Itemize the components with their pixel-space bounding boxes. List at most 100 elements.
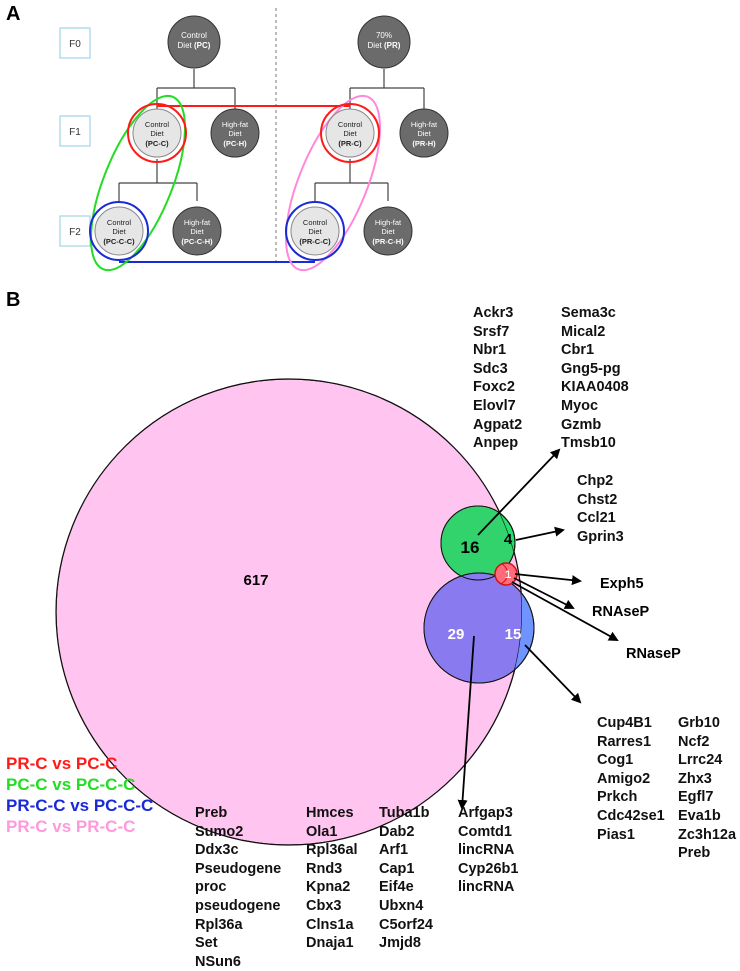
gene-name: Preb <box>678 845 711 862</box>
panel-b-label: B <box>6 289 20 311</box>
gene-name: Eif4e <box>379 879 414 896</box>
gene-rnasep-2: RNaseP <box>626 646 681 662</box>
gene-name: Grb10 <box>678 715 720 731</box>
gene-name: Cbx3 <box>306 897 342 914</box>
gene-name: Rpl36a <box>195 916 243 933</box>
tree-connectors <box>118 69 425 201</box>
svg-text:(PC-C): (PC-C) <box>145 139 169 148</box>
count-green-pink: 16 <box>461 538 480 557</box>
generation-box-f0: F0 <box>59 27 91 59</box>
green-pink-overlap <box>441 506 515 580</box>
svg-text:(PC-H): (PC-H) <box>223 139 247 148</box>
gene-name: Nbr1 <box>473 342 507 359</box>
node-high-fat-diet-pr-h: High-fat Diet (PR-H) <box>399 108 449 158</box>
count-green-only: 4 <box>504 531 513 548</box>
gene-name: Arfgap3 <box>458 805 513 821</box>
gene-name: Cyp26b1 <box>458 860 519 877</box>
legend-item-green: PC-C vs PC-C-C <box>6 775 136 794</box>
node-70-diet-pr: 70% Diet (PR) <box>357 15 411 69</box>
svg-text:Diet: Diet <box>150 129 164 138</box>
svg-text:(PR-C): (PR-C) <box>338 139 362 148</box>
arrow-blue-only <box>524 644 582 704</box>
svg-text:High-fat: High-fat <box>375 218 402 227</box>
gene-name: Ddx3c <box>195 842 239 859</box>
gene-name: Foxc2 <box>473 379 515 396</box>
gene-name: Prkch <box>597 789 638 806</box>
arrow-rnasep-2 <box>511 581 619 641</box>
annotation-arrows <box>457 448 619 810</box>
svg-text:Diet (PR): Diet (PR) <box>368 41 401 50</box>
gene-name: Ncf2 <box>678 733 710 750</box>
svg-text:(PR-C-C): (PR-C-C) <box>299 237 331 246</box>
svg-text:High-fat: High-fat <box>411 120 438 129</box>
gene-name: Rpl36al <box>306 842 358 859</box>
comparison-legend: PR-C vs PC-C PC-C vs PC-C-C PR-C-C vs PC… <box>6 753 153 837</box>
gene-name: Ubxn4 <box>379 897 424 914</box>
gene-name: Eva1b <box>678 807 721 824</box>
gene-name: NSun6 <box>195 953 241 970</box>
svg-text:Diet: Diet <box>417 129 431 138</box>
gene-name: Pseudogene <box>195 860 282 877</box>
gene-name: Comtd1 <box>458 823 512 840</box>
gene-name: Chp2 <box>577 473 614 489</box>
legend-item-pink: PR-C vs PR-C-C <box>6 817 136 836</box>
arrow-green-only <box>515 526 565 541</box>
gene-name: Rnd3 <box>306 860 343 877</box>
node-control-diet-pc: Control Diet (PC) <box>167 15 221 69</box>
svg-text:Diet: Diet <box>228 129 242 138</box>
gene-name: Hmces <box>306 805 354 821</box>
count-pink-only: 617 <box>243 572 268 589</box>
gene-name: Tmsb10 <box>561 435 616 452</box>
blue-pink-overlap <box>424 573 522 683</box>
svg-text:(PC-C-H): (PC-C-H) <box>181 237 213 246</box>
gene-name: Cup4B1 <box>597 715 652 731</box>
arrow-exph5 <box>514 573 582 586</box>
legend-item-blue: PR-C-C vs PC-C-C <box>6 796 154 815</box>
gene-name: Ackr3 <box>473 305 514 321</box>
gene-name: Cdc42se1 <box>597 807 665 824</box>
gene-name: Ola1 <box>306 823 338 840</box>
gene-name: Sumo2 <box>195 823 244 840</box>
gene-name: Chst2 <box>577 491 618 508</box>
gene-name: Agpat2 <box>473 416 523 433</box>
svg-text:Diet: Diet <box>381 227 395 236</box>
gene-name: Dnaja1 <box>306 935 354 952</box>
gene-name: Lrrc24 <box>678 752 723 769</box>
gene-name: Gprin3 <box>577 528 624 545</box>
svg-text:Diet: Diet <box>308 227 322 236</box>
gene-name: Preb <box>195 805 228 821</box>
gene-name: Rarres1 <box>597 733 652 750</box>
gene-exph5: Exph5 <box>600 576 644 592</box>
svg-text:70%: 70% <box>376 31 392 40</box>
node-high-fat-diet-pr-c-h: High-fat Diet (PR-C-H) <box>363 206 413 256</box>
gene-name: Anpep <box>473 435 519 452</box>
arrow-rnasep-1 <box>513 577 575 609</box>
svg-text:Control: Control <box>145 120 170 129</box>
svg-text:High-fat: High-fat <box>184 218 211 227</box>
gene-name: Srsf7 <box>473 323 510 340</box>
node-high-fat-diet-pc-c-h: High-fat Diet (PC-C-H) <box>172 206 222 256</box>
panel-a-label: A <box>6 3 20 25</box>
legend-item-red: PR-C vs PC-C <box>6 754 118 773</box>
node-control-diet-pr-c: Control Diet (PR-C) <box>320 103 380 163</box>
svg-text:(PC-C-C): (PC-C-C) <box>103 237 135 246</box>
gene-name: Dab2 <box>379 823 415 840</box>
generation-label-f0: F0 <box>69 39 81 50</box>
gene-name: Mical2 <box>561 323 606 340</box>
gene-name: Cog1 <box>597 752 634 769</box>
gene-name: Gng5-pg <box>561 360 621 377</box>
green-comparison-ellipse <box>90 94 186 272</box>
svg-text:Diet: Diet <box>190 227 204 236</box>
gene-name: C5orf24 <box>379 916 433 933</box>
svg-text:High-fat: High-fat <box>222 120 249 129</box>
gene-name: Jmjd8 <box>379 935 421 952</box>
svg-text:Diet: Diet <box>112 227 126 236</box>
gene-name: Egfl7 <box>678 789 714 806</box>
gene-name: lincRNA <box>458 842 515 859</box>
